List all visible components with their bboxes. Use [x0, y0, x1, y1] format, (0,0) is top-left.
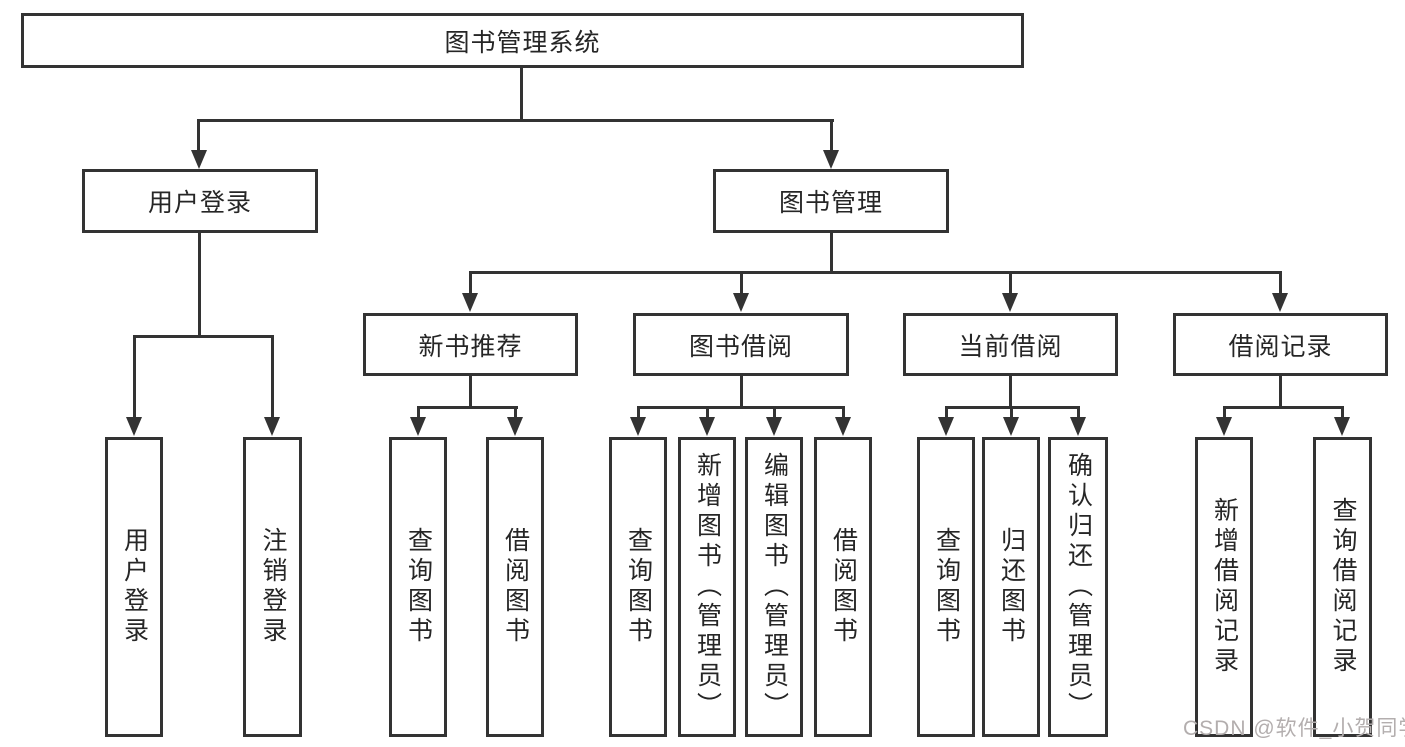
arrowhead-down-icon [410, 417, 426, 436]
arrowhead-down-icon [733, 293, 749, 312]
connector-line [637, 406, 845, 409]
node-book-borrow: 图书借阅 [633, 313, 849, 376]
leaf-confirm-return-admin: 确认归还（管理员） [1048, 437, 1108, 737]
leaf-label: 查询图书 [624, 527, 653, 647]
arrowhead-down-icon [191, 150, 207, 169]
node-label: 新书推荐 [418, 332, 523, 361]
leaf-label: 查询借阅记录 [1329, 497, 1357, 677]
connector-line [1009, 271, 1012, 295]
arrowhead-down-icon [1216, 417, 1232, 436]
arrowhead-down-icon [1272, 293, 1288, 312]
arrowhead-down-icon [462, 293, 478, 312]
arrowhead-down-icon [507, 417, 523, 436]
arrowhead-down-icon [835, 417, 851, 436]
connector-line [133, 335, 136, 419]
leaf-query-books-current: 查询图书 [917, 437, 975, 737]
node-library-management-system: 图书管理系统 [21, 13, 1024, 68]
connector-line [830, 233, 833, 274]
leaf-add-borrow-record: 新增借阅记录 [1195, 437, 1253, 737]
connector-line [520, 68, 523, 122]
arrowhead-down-icon [938, 417, 954, 436]
arrowhead-down-icon [823, 150, 839, 169]
node-label: 图书管理系统 [444, 28, 601, 57]
node-label: 图书借阅 [688, 332, 793, 361]
arrowhead-down-icon [1003, 417, 1019, 436]
connector-line [842, 406, 845, 420]
arrowhead-down-icon [630, 417, 646, 436]
node-new-book-recommend: 新书推荐 [363, 313, 578, 376]
connector-line [706, 406, 709, 420]
leaf-borrow-books: 借阅图书 [814, 437, 872, 737]
connector-line [740, 271, 743, 295]
leaf-user-login: 用户登录 [105, 437, 163, 737]
connector-line [773, 406, 776, 420]
connector-line [514, 406, 517, 420]
connector-line [417, 406, 518, 409]
connector-line [945, 406, 948, 420]
arrowhead-down-icon [766, 417, 782, 436]
leaf-label: 用户登录 [120, 527, 149, 647]
connector-line [197, 119, 200, 152]
leaf-logout: 注销登录 [243, 437, 302, 737]
connector-line [469, 271, 472, 295]
node-book-management: 图书管理 [713, 169, 949, 233]
node-label: 用户登录 [147, 189, 252, 217]
connector-line [198, 233, 201, 338]
leaf-return-books: 归还图书 [982, 437, 1040, 737]
connector-line [740, 376, 743, 409]
leaf-label: 借阅图书 [829, 527, 858, 647]
leaf-borrow-books-recommend: 借阅图书 [486, 437, 544, 737]
leaf-query-borrow-record: 查询借阅记录 [1313, 437, 1372, 737]
arrowhead-down-icon [264, 417, 280, 436]
leaf-label: 注销登录 [259, 527, 287, 647]
arrowhead-down-icon [1070, 417, 1086, 436]
connector-line [417, 406, 420, 420]
connector-line [1009, 376, 1012, 409]
connector-line [1010, 406, 1013, 420]
arrowhead-down-icon [1334, 417, 1350, 436]
leaf-label: 归还图书 [997, 527, 1026, 647]
arrowhead-down-icon [126, 417, 142, 436]
connector-line [1341, 406, 1344, 420]
leaf-label: 查询图书 [404, 527, 433, 647]
node-borrow-records: 借阅记录 [1173, 313, 1388, 376]
connector-line [1279, 271, 1282, 295]
node-user-login: 用户登录 [82, 169, 318, 233]
leaf-add-books-admin: 新增图书（管理员） [678, 437, 736, 737]
leaf-label: 查询图书 [932, 527, 961, 647]
connector-line [1077, 406, 1080, 420]
leaf-label: 确认归还（管理员） [1064, 452, 1093, 722]
connector-line [469, 376, 472, 409]
leaf-query-books-borrow: 查询图书 [609, 437, 667, 737]
node-label: 借阅记录 [1228, 332, 1333, 361]
connector-line [830, 119, 833, 152]
leaf-label: 编辑图书（管理员） [760, 452, 789, 722]
node-label: 图书管理 [778, 189, 883, 217]
node-label: 当前借阅 [958, 332, 1063, 361]
csdn-watermark: CSDN @软件_小贺同学 [1183, 717, 1405, 740]
leaf-label: 借阅图书 [501, 527, 530, 647]
arrowhead-down-icon [699, 417, 715, 436]
leaf-query-books-recommend: 查询图书 [389, 437, 447, 737]
leaf-label: 新增借阅记录 [1210, 497, 1239, 677]
connector-line [271, 335, 274, 419]
connector-line [133, 335, 274, 338]
leaf-edit-books-admin: 编辑图书（管理员） [745, 437, 803, 737]
connector-line [1223, 406, 1344, 409]
arrowhead-down-icon [1002, 293, 1018, 312]
connector-line [1223, 406, 1226, 420]
connector-line [469, 271, 1282, 274]
node-current-borrow: 当前借阅 [903, 313, 1118, 376]
connector-line [637, 406, 640, 420]
connector-line [1279, 376, 1282, 409]
leaf-label: 新增图书（管理员） [693, 452, 722, 722]
connector-line [197, 119, 834, 122]
